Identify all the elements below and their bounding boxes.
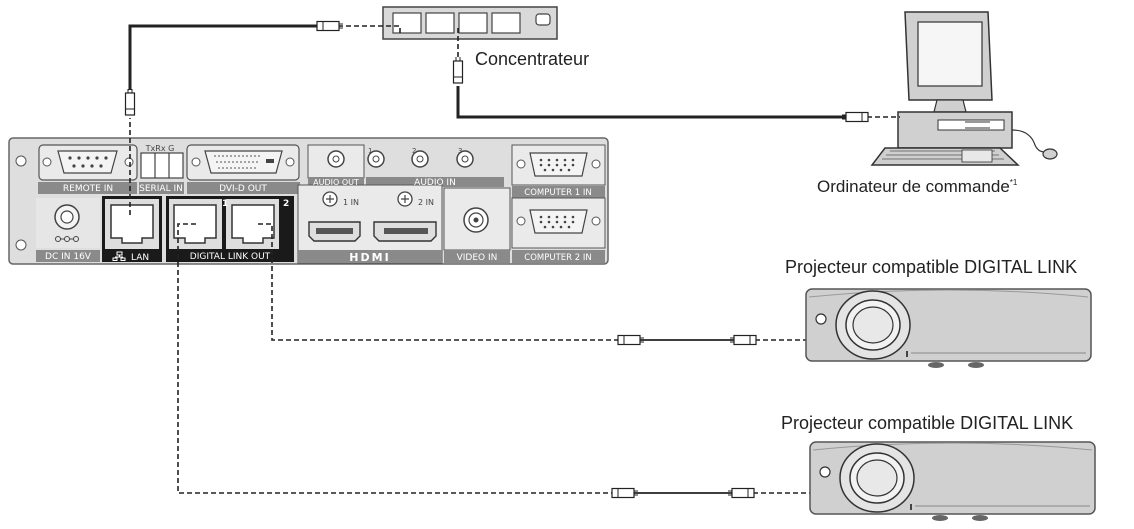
serial-in-label: SERIAL IN — [139, 184, 183, 194]
audio-in-2-label: 2 — [412, 147, 416, 155]
hub-device — [382, 6, 558, 40]
hdmi-2-in-label: 2 IN — [418, 198, 434, 207]
lan-label: LAN — [131, 253, 149, 263]
audio-in-1-label: 1 — [368, 147, 372, 155]
lan-cable-hub-to-computer — [456, 28, 900, 119]
audio-out-label: AUDIO OUT — [313, 178, 359, 187]
computer-1-in-label: COMPUTER 1 IN — [524, 188, 591, 198]
dvi-out-label: DVI-D OUT — [219, 184, 267, 194]
dc-in-label: DC IN 16V — [45, 252, 92, 262]
digital-link-2-label: 2 — [283, 199, 289, 209]
projector-2 — [809, 441, 1096, 522]
remote-in-label: REMOTE IN — [63, 184, 113, 194]
computer-footnote-mark: *1 — [1009, 178, 1018, 187]
computer-label-text: Ordinateur de commande — [817, 177, 1010, 196]
projector-1-label: Projecteur compatible DIGITAL LINK — [785, 257, 1078, 277]
lan-cable-panel-to-hub — [128, 24, 401, 215]
computer-2-in-label: COMPUTER 2 IN — [524, 253, 591, 263]
hub-label: Concentrateur — [475, 49, 590, 69]
hdmi-logo: HDMI — [349, 251, 390, 264]
serial-pins-label: TxRx G — [145, 144, 175, 153]
computer-illustration — [870, 11, 1058, 166]
computer-label: Ordinateur de commande*1 — [817, 177, 1017, 197]
projector-2-label: Projecteur compatible DIGITAL LINK — [781, 413, 1074, 433]
audio-in-3-label: 3 — [458, 147, 462, 155]
switcher-back-panel: REMOTE IN SERIAL IN DVI-D OUT AUDIO OUT … — [8, 137, 609, 265]
digital-link-cable-1 — [258, 223, 808, 341]
network-icon — [112, 251, 126, 261]
video-in-label: VIDEO IN — [457, 253, 498, 263]
projector-1 — [805, 288, 1092, 369]
digital-link-cable-2 — [177, 223, 812, 494]
hdmi-1-in-label: 1 IN — [343, 198, 359, 207]
digital-link-1-label: 1 — [222, 199, 228, 209]
digital-link-out-label: DIGITAL LINK OUT — [190, 252, 271, 262]
audio-in-label: AUDIO IN — [414, 178, 456, 188]
